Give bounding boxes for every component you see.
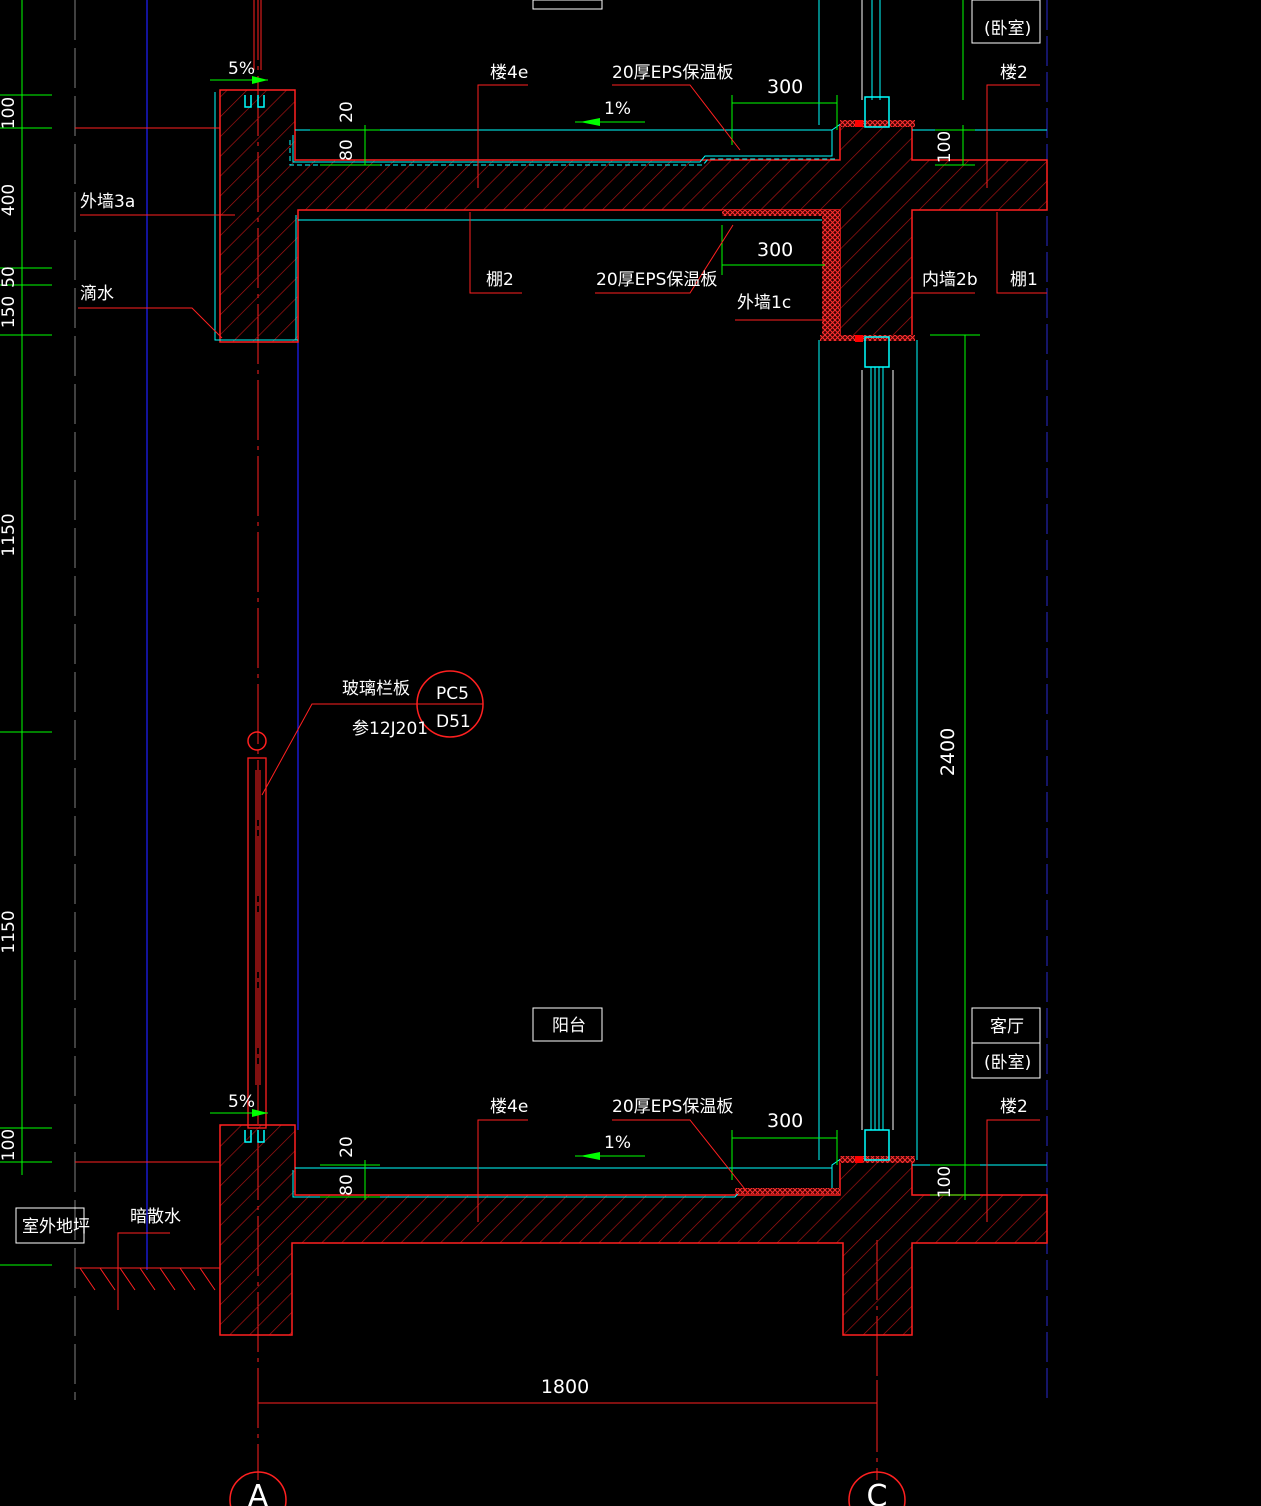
slope-arrows: [252, 76, 600, 1160]
label-slope-1-bottom: 1%: [604, 1133, 631, 1153]
label-outer-wall-3a: 外墙3a: [80, 192, 135, 212]
label-floor-2-bottom: 楼2: [1000, 1097, 1028, 1117]
label-ceiling-1: 棚1: [1010, 270, 1038, 290]
label-floor-4e-top: 楼4e: [490, 63, 528, 83]
label-glass-railing: 玻璃栏板: [342, 679, 410, 699]
label-detail-top: PC5: [436, 684, 469, 704]
label-floor-4e-bottom: 楼4e: [490, 1097, 528, 1117]
left-dim-1150-a: 1150: [0, 513, 19, 556]
label-detail-bottom: D51: [436, 712, 471, 732]
glass-railing: [244, 0, 267, 1143]
left-dimension-chain: [0, 0, 52, 1266]
dim-300-bottom: 300: [767, 1110, 803, 1132]
left-dim-1150-b: 1150: [0, 910, 19, 953]
label-ceiling-2: 棚2: [486, 270, 514, 290]
top-cut-box: [532, 0, 603, 10]
left-dim-150: 150: [0, 296, 19, 328]
label-drip: 滴水: [80, 284, 114, 304]
label-slope-1-top: 1%: [604, 99, 631, 119]
dim-20-bottom: 20: [337, 1136, 357, 1158]
dim-80-top: 80: [337, 139, 357, 161]
dim-100-right-bottom: 100: [935, 1166, 955, 1198]
label-floor-2-top: 楼2: [1000, 63, 1028, 83]
label-outdoor-ground: 室外地坪: [22, 1217, 90, 1237]
left-dim-400: 400: [0, 184, 19, 216]
window-frame: [818, 0, 964, 1161]
label-room-living: 客厅: [990, 1017, 1024, 1037]
label-eps-bottom: 20厚EPS保温板: [612, 1097, 733, 1117]
ground-hatch: [75, 1267, 220, 1291]
axis-label-c: C: [867, 1479, 888, 1506]
label-eps-top: 20厚EPS保温板: [612, 63, 733, 83]
label-eps-mid: 20厚EPS保温板: [596, 270, 717, 290]
axis-bubble-a: [229, 1471, 287, 1506]
detail-callout: [416, 670, 484, 738]
dim-1800: 1800: [541, 1376, 589, 1398]
axis-label-a: A: [248, 1479, 269, 1506]
dimension-1800: [257, 1380, 878, 1415]
balcony-tag-box: [532, 1007, 603, 1042]
label-ref-atlas: 参12J201: [352, 719, 428, 739]
label-inner-wall-2b: 内墙2b: [922, 270, 978, 290]
dim-20-top: 20: [337, 101, 357, 123]
leader-lines: [78, 84, 1047, 1310]
label-hidden-drain: 暗散水: [130, 1207, 181, 1227]
label-outer-wall-1c: 外墙1c: [737, 293, 791, 313]
dim-300-top: 300: [767, 76, 803, 98]
dimension-lines: [210, 79, 980, 1200]
label-slope-5-top: 5%: [228, 59, 255, 79]
room-tag-box-top: [971, 0, 1041, 44]
axis-bubble-c: [848, 1471, 906, 1506]
label-room-bedroom: (卧室): [984, 1053, 1031, 1073]
left-dim-100-bottom: 100: [0, 1129, 19, 1161]
left-dim-50: 50: [0, 266, 19, 288]
label-slope-5-bottom: 5%: [228, 1092, 255, 1112]
label-balcony: 阳台: [552, 1016, 586, 1036]
left-dim-100-top: 100: [0, 97, 19, 129]
dim-300-mid: 300: [757, 239, 793, 261]
outdoor-ground-box: [15, 1207, 85, 1244]
dim-100-right-top: 100: [935, 131, 955, 163]
top-slab: [214, 89, 1048, 343]
label-room-top: (卧室): [984, 19, 1031, 39]
dim-2400: 2400: [937, 728, 959, 776]
dim-80-bottom: 80: [337, 1174, 357, 1196]
